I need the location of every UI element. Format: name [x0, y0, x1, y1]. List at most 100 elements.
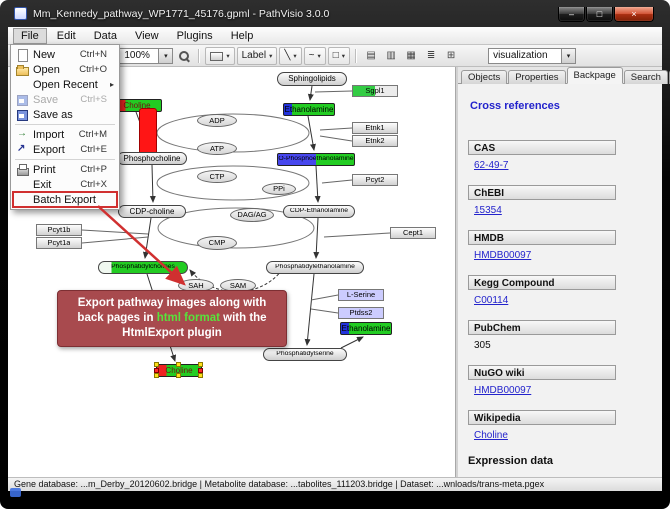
pathway-node-ethanolamine-right[interactable]: Ethanolamine	[340, 322, 392, 335]
crossref-link[interactable]: HMDB00097	[474, 250, 532, 261]
selection-handle[interactable]	[176, 373, 181, 378]
line-tool[interactable]: ╲▾	[279, 46, 302, 65]
tab-legend[interactable]: Legend	[668, 70, 670, 84]
file-menu-item-open-recent[interactable]: Open Recent▸	[13, 77, 117, 92]
crossref-link[interactable]: Choline	[474, 430, 508, 441]
shape-tool[interactable]: □▾	[327, 46, 351, 65]
tab-objects[interactable]: Objects	[461, 70, 508, 84]
pathway-node-ctp[interactable]: CTP	[197, 170, 237, 183]
menu-item-shortcut: Ctrl+N	[79, 49, 107, 60]
selection-handle[interactable]	[176, 362, 181, 367]
menu-item-label: Open Recent	[33, 78, 98, 91]
selection-handle[interactable]	[198, 362, 203, 367]
cofactor-arcs	[156, 113, 315, 249]
selection-handle[interactable]	[154, 362, 159, 367]
chevron-down-icon[interactable]: ▾	[158, 48, 173, 63]
zoom-fit-icon[interactable]	[175, 47, 193, 64]
chevron-down-icon: ▾	[226, 52, 230, 60]
pathway-node-ppi[interactable]: PPi	[262, 183, 296, 195]
group-icon[interactable]: ⊞	[446, 50, 456, 61]
maximize-button[interactable]: □	[586, 7, 613, 22]
file-menu-item-new[interactable]: New Ctrl+N	[13, 47, 117, 62]
pathway-node-cdp-choline[interactable]: CDP-choline	[118, 205, 186, 218]
chevron-down-icon[interactable]: ▾	[561, 48, 576, 63]
crossref-link[interactable]: 15354	[474, 205, 502, 216]
magnifier-icon	[178, 50, 191, 62]
crossref-heading: Cross references	[470, 100, 560, 112]
tab-properties[interactable]: Properties	[508, 70, 566, 84]
menu-view[interactable]: View	[134, 29, 159, 42]
menu-file[interactable]: File	[13, 27, 47, 44]
menu-item-label: Export	[33, 143, 65, 156]
menu-data[interactable]: Data	[93, 29, 117, 42]
file-menu-item-batch-export[interactable]: Batch Export	[12, 191, 118, 208]
align-horizontal-icon[interactable]: ▤	[366, 50, 376, 61]
pathway-node-phosphatidylethanolamine[interactable]: Phosphatidylethanolamine	[266, 261, 364, 274]
pathway-node-phosphatidylcholines[interactable]: Phosphatidylcholines	[98, 261, 188, 274]
menu-item-label: Open	[33, 63, 60, 76]
pathway-node-dag[interactable]: DAG/AG	[230, 208, 274, 222]
panel-splitter[interactable]	[455, 67, 458, 477]
crossref-link[interactable]: HMDB00097	[474, 385, 532, 396]
menu-help[interactable]: Help	[230, 29, 254, 42]
selection-handle[interactable]	[154, 373, 159, 378]
menu-edit[interactable]: Edit	[56, 29, 76, 42]
pathway-node-phosphatidylserine[interactable]: Phosphatidylserine	[263, 348, 347, 361]
callout-highlight: html format	[156, 312, 220, 325]
pathway-node-pcyt1b[interactable]: Pcyt1b	[36, 224, 82, 236]
menu-plugins[interactable]: Plugins	[176, 29, 213, 42]
pathway-node-ptdss2[interactable]: Ptdss2	[338, 307, 384, 319]
label-tool[interactable]: Label▾	[236, 46, 278, 65]
pathway-node-cdp-ethanolamine[interactable]: CDP-Ethanolamine	[283, 205, 355, 218]
crossref-link[interactable]: C00114	[474, 295, 509, 306]
pathway-node-adp[interactable]: ADP	[197, 114, 237, 127]
file-menu-item-save-as[interactable]: Save as	[13, 107, 117, 122]
pathway-node-atp[interactable]: ATP	[197, 142, 237, 155]
app-icon	[14, 7, 27, 20]
zoom-combobox[interactable]: 100% ▾	[119, 47, 174, 64]
align-vertical-icon[interactable]: ▥	[386, 50, 396, 61]
sidebar-tabs: ObjectsPropertiesBackpageSearchLegend	[458, 67, 670, 84]
pathway-node-phosphocholine[interactable]: Phosphocholine	[117, 152, 187, 165]
crossref-value: 305	[474, 340, 491, 351]
pathway-node-choline-bottom[interactable]: Choline	[154, 362, 203, 378]
selection-handle[interactable]	[198, 373, 203, 378]
pathway-node-cmp[interactable]: CMP	[197, 236, 237, 250]
align-grid-icon[interactable]: ▦	[406, 50, 416, 61]
selection-handle[interactable]	[154, 367, 159, 373]
stack-icon[interactable]: ≣	[426, 50, 436, 61]
pathway-node-cept1[interactable]: Cept1	[390, 227, 436, 239]
pathway-node-o-phosphoethanolamine[interactable]: O-Phosphoethanolamine	[277, 153, 355, 166]
pathway-node-pcyt1a[interactable]: Pcyt1a	[36, 237, 82, 249]
pathway-node-sgpl1[interactable]: Sgpl1	[352, 85, 398, 97]
menu-item-shortcut: Ctrl+X	[80, 179, 107, 190]
menu-item-label: New	[33, 48, 56, 61]
pathway-node-pcyt2[interactable]: Pcyt2	[352, 174, 398, 186]
minimize-button[interactable]: –	[558, 7, 585, 22]
pathway-node-l-serine[interactable]: L-Serine	[338, 289, 384, 301]
pathway-node-ethanolamine-top[interactable]: Ethanolamine	[283, 103, 335, 116]
arc-tool[interactable]: ~▾	[303, 46, 326, 65]
visualization-combobox[interactable]: visualization ▾	[488, 47, 577, 64]
section-header: NuGO wiki	[468, 365, 616, 380]
pathway-node-etnk2[interactable]: Etnk2	[352, 135, 398, 147]
crossref-link[interactable]: 62-49-7	[474, 160, 509, 171]
selection-handle[interactable]	[198, 367, 203, 373]
close-button[interactable]: ×	[614, 7, 654, 22]
tab-search[interactable]: Search	[623, 70, 668, 84]
datanode-tool[interactable]: ▾	[205, 46, 235, 65]
titlebar[interactable]: Mm_Kennedy_pathway_WP1771_45176.gpml - P…	[0, 0, 670, 27]
tab-backpage[interactable]: Backpage	[566, 67, 623, 84]
expression-data-heading: Expression data	[468, 455, 553, 467]
pathway-node-etnk1[interactable]: Etnk1	[352, 122, 398, 134]
pathway-node-sphingolipids[interactable]: Sphingolipids	[277, 72, 347, 86]
